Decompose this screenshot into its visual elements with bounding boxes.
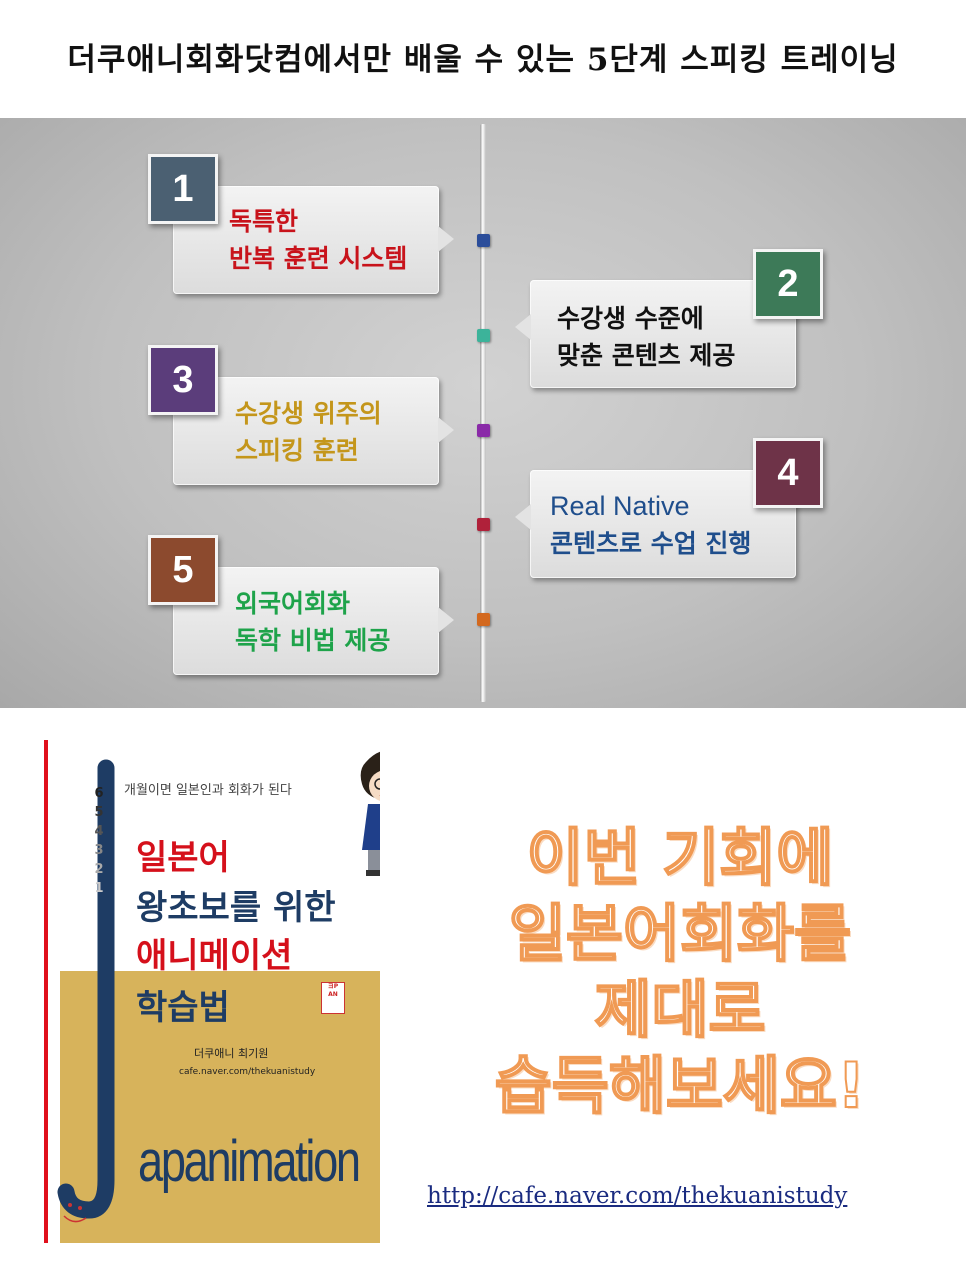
step-3-number-box: 3 — [148, 345, 218, 415]
book-cover: 6 5 4 3 2 1 개월이면 일본인과 회화가 된다 일본어 왕초보를 위한… — [44, 740, 380, 1243]
book-title-line-2: 왕초보를 위한 — [136, 888, 336, 928]
step-4-marker — [477, 518, 490, 531]
step-3-text: 수강생 위주의 스피킹 훈련 — [235, 395, 382, 469]
step-1-number-box: 1 — [148, 154, 218, 224]
page-title: 더쿠애니회화닷컴에서만 배울 수 있는 5단계 스피킹 트레이닝 — [67, 42, 899, 78]
step-1-line1: 독특한 — [229, 207, 299, 236]
step-4-text: Real Native 콘텐츠로 수업 진행 — [550, 488, 751, 562]
step-1-line2: 반복 훈련 시스템 — [229, 244, 408, 273]
headline-line-4: 습득해보세요! — [494, 1048, 867, 1123]
headline-line-3: 제대로 — [593, 972, 766, 1047]
step-2-bubble: 수강생 수준에 맞춘 콘텐츠 제공 — [515, 280, 796, 388]
smile-icon — [63, 1203, 87, 1223]
book-number: 1 — [94, 881, 104, 896]
headline-message: 이번 기회에 일본어회화를 제대로 습득해보세요! — [470, 820, 890, 1124]
cafe-link[interactable]: http://cafe.naver.com/thekuanistudy — [427, 1183, 848, 1209]
step-1-text: 독특한 반복 훈련 시스템 — [229, 203, 407, 277]
cartoon-character-image — [360, 751, 380, 876]
book-number: 4 — [94, 824, 104, 839]
step-1-marker — [477, 234, 490, 247]
book-title-line-4: 학습법 — [136, 988, 230, 1028]
publisher-logo: ヨP AN — [321, 982, 345, 1014]
step-4-number-box: 4 — [753, 438, 823, 508]
step-4-bubble: Real Native 콘텐츠로 수업 진행 — [515, 470, 796, 578]
book-number: 6 — [94, 786, 104, 801]
headline-line-1: 이번 기회에 — [526, 820, 835, 895]
step-2-line1: 수강생 수준에 — [557, 304, 704, 333]
step-5-line1: 외국어회화 — [235, 589, 351, 618]
book-red-line — [44, 740, 48, 1243]
book-number: 3 — [94, 843, 104, 858]
book-subtitle: 개월이면 일본인과 회화가 된다 — [124, 783, 292, 798]
book-number: 5 — [94, 805, 104, 820]
book-title-line-3: 애니메이션 — [136, 936, 293, 976]
book-month-numbers: 6 5 4 3 2 1 — [92, 784, 106, 898]
step-5-marker — [477, 613, 490, 626]
step-3-marker — [477, 424, 490, 437]
step-2-marker — [477, 329, 490, 342]
book-author: 더쿠애니 최기원 — [194, 1047, 269, 1060]
headline-line-2: 일본어회화를 — [508, 896, 852, 971]
timeline-line — [480, 124, 486, 702]
book-number: 2 — [94, 862, 104, 877]
book-apanimation-text: apanimation — [138, 1129, 361, 1194]
step-2-text: 수강생 수준에 맞춘 콘텐츠 제공 — [557, 300, 735, 374]
step-5-line2: 독학 비법 제공 — [235, 626, 391, 655]
steps-panel: 독특한 반복 훈련 시스템 1 수강생 수준에 맞춘 콘텐츠 제공 2 수강생 … — [0, 118, 966, 708]
step-2-number-box: 2 — [753, 249, 823, 319]
step-5-number-box: 5 — [148, 535, 218, 605]
book-url: cafe.naver.com/thekuanistudy — [179, 1067, 316, 1077]
j-hook-graphic — [57, 759, 115, 1223]
step-2-line2: 맞춘 콘텐츠 제공 — [557, 341, 736, 370]
step-3-line1: 수강생 위주의 — [235, 399, 382, 428]
step-5-text: 외국어회화 독학 비법 제공 — [235, 585, 390, 659]
step-4-line2: 콘텐츠로 수업 진행 — [550, 529, 752, 558]
step-4-line1: Real Native — [550, 491, 690, 521]
step-3-line2: 스피킹 훈련 — [235, 436, 359, 465]
book-title-line-1: 일본어 — [136, 838, 230, 878]
